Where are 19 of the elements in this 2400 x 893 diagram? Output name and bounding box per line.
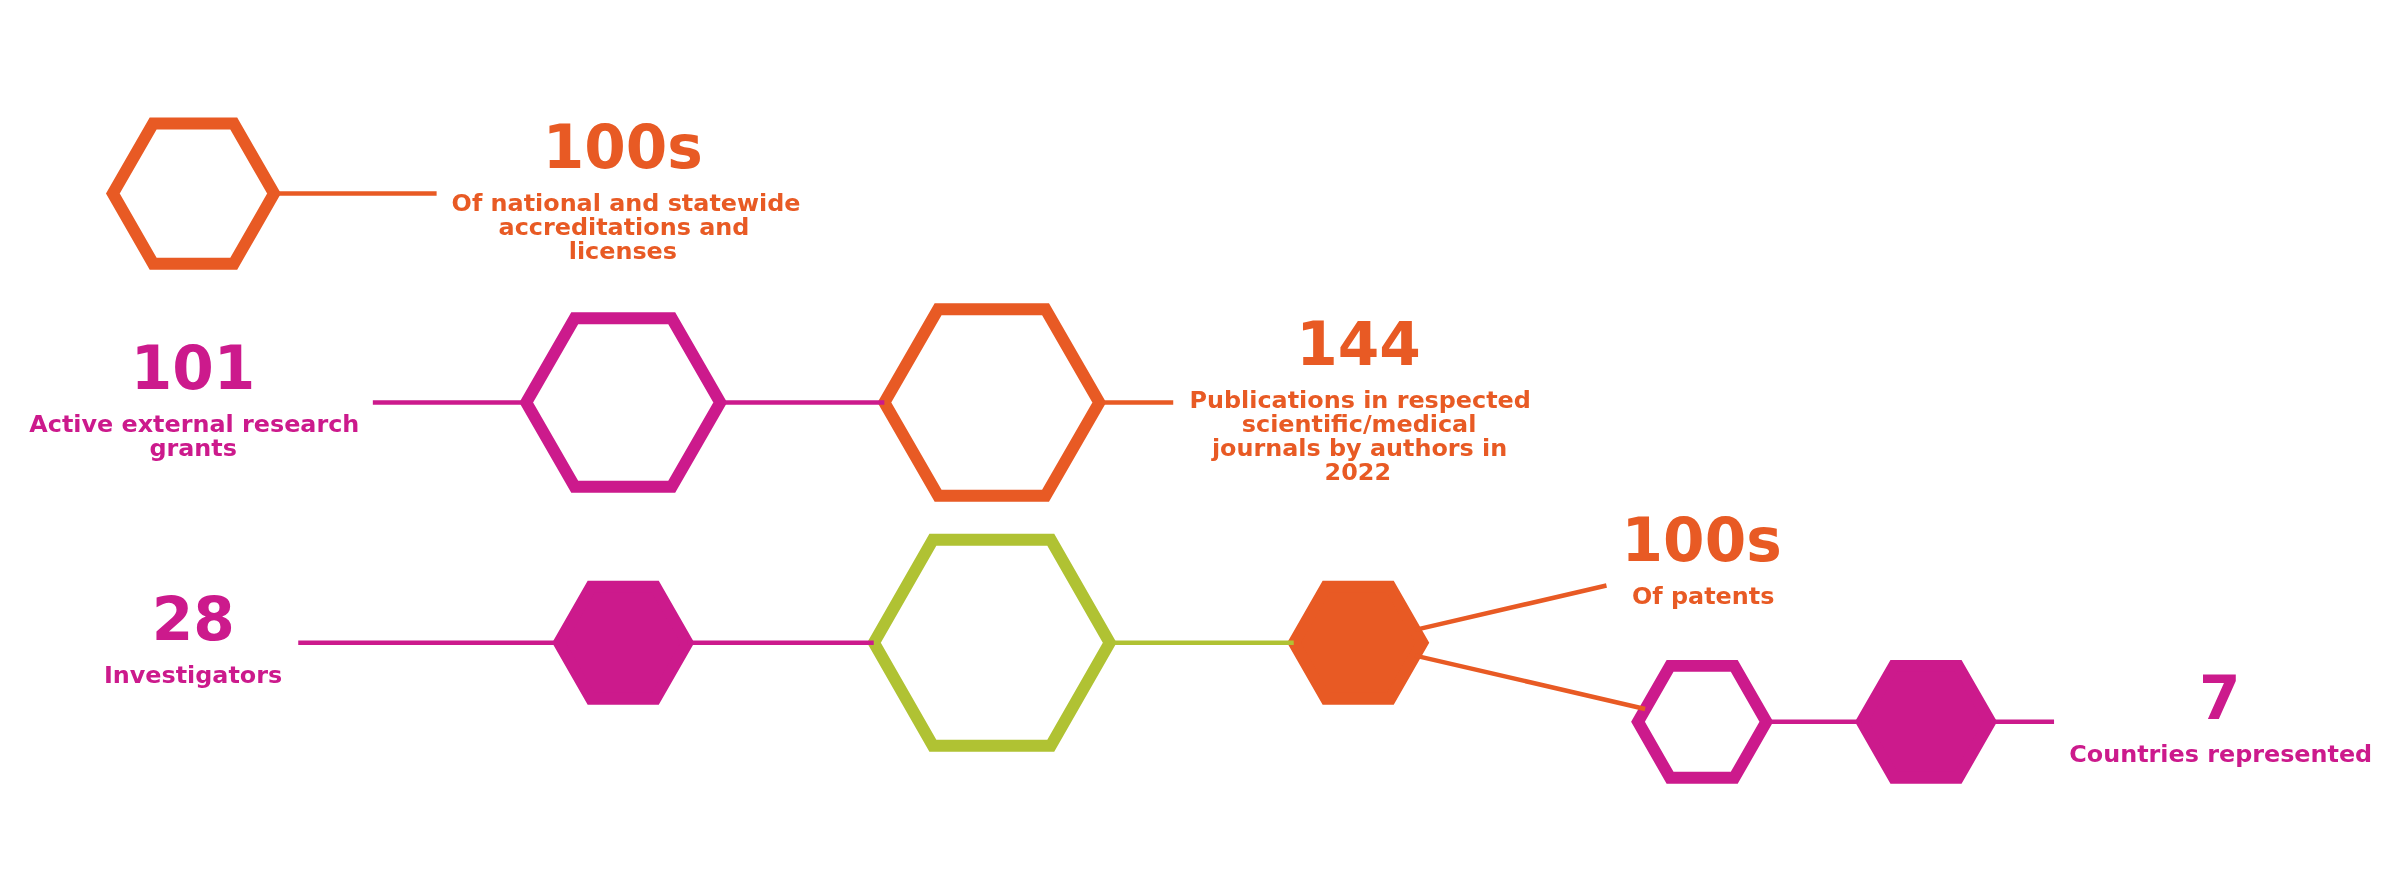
- node-text: 100s Of national and statewide accreditations and licenses: [451, 113, 801, 265]
- node-text: 144 Publications in respected scientific/medical journals by authors in 2022: [1189, 310, 1531, 486]
- node-hexagon: [1631, 659, 1774, 784]
- node-hexagon: [877, 303, 1107, 502]
- node-hexagon: [1287, 580, 1430, 705]
- connector: [1099, 400, 1174, 405]
- connector: [372, 400, 526, 405]
- node-hexagon: [552, 580, 695, 705]
- node-text: 101 Active external research grants: [29, 334, 360, 462]
- node-hexagon: [1854, 659, 1998, 784]
- connector: [720, 400, 885, 405]
- node-text: 28 Investigators: [103, 584, 283, 689]
- node-hexagon: [105, 117, 281, 270]
- node-hexagon: [519, 312, 728, 493]
- node-text: 100s Of patents: [1621, 505, 1782, 610]
- connector: [274, 191, 437, 196]
- node-text: 7 Countries represented: [2069, 663, 2373, 768]
- node-hexagon: [867, 533, 1117, 752]
- connector: [1990, 719, 2055, 725]
